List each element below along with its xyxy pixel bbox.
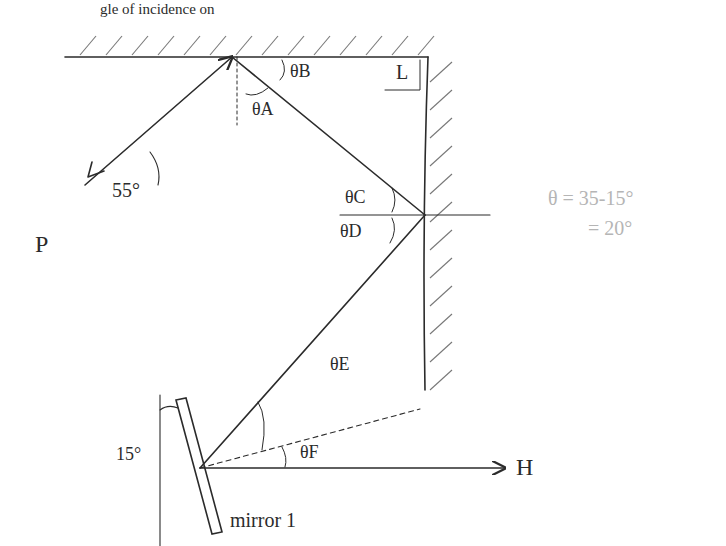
- angle-label: θE: [330, 355, 350, 374]
- angle-label: θB: [290, 62, 311, 81]
- surface-hatching: [430, 62, 452, 390]
- normal-line: [340, 214, 490, 215]
- hatch-line: [314, 36, 330, 55]
- arrow-mark: [88, 162, 104, 177]
- hatch-line: [132, 36, 148, 55]
- ray-label: P: [35, 232, 48, 257]
- angle-arc: [150, 152, 159, 185]
- hatch-line: [430, 314, 452, 334]
- hatch-line: [210, 36, 226, 55]
- hatch-line: [80, 36, 96, 55]
- angle-label: θD: [340, 222, 362, 241]
- hatch-line: [430, 286, 452, 306]
- hatch-line: [430, 146, 452, 166]
- normal-line: [237, 57, 238, 125]
- hatch-line: [158, 36, 174, 55]
- ray-label: H: [516, 455, 533, 480]
- vertical-reference: [159, 395, 160, 546]
- angle-label: θC: [345, 188, 366, 207]
- hatch-line: [430, 202, 452, 222]
- angle-label: 15°: [116, 445, 141, 464]
- angle-arc: [246, 88, 268, 95]
- reflected-ray: [200, 215, 425, 468]
- hatch-line: [366, 36, 382, 55]
- outgoing-ray: [200, 467, 505, 469]
- hatch-line: [430, 90, 452, 110]
- angle-arc: [392, 188, 395, 212]
- angle-arc: [160, 406, 178, 410]
- hatch-line: [392, 36, 408, 55]
- cropped-text: gle of incidence on: [100, 2, 215, 18]
- hatch-line: [430, 62, 452, 82]
- reflected-ray: [232, 57, 425, 215]
- normal-line: [200, 409, 420, 468]
- note-text: = 20°: [588, 218, 632, 239]
- hatch-line: [184, 36, 200, 55]
- hatch-line: [262, 36, 278, 55]
- angle-arc: [282, 447, 286, 467]
- mirror-1: [176, 398, 222, 534]
- hatch-line: [340, 36, 356, 55]
- hatch-line: [430, 370, 452, 390]
- hatch-line: [430, 174, 452, 194]
- angle-label: θF: [300, 443, 319, 462]
- hatch-line: [430, 230, 452, 250]
- surface-hatching: [80, 36, 434, 55]
- incident-ray: [85, 57, 232, 185]
- hatch-line: [418, 36, 434, 55]
- hatch-line: [236, 36, 252, 55]
- hatch-line: [430, 118, 452, 138]
- angle-arc: [258, 402, 264, 450]
- hatch-line: [106, 36, 122, 55]
- hatch-line: [430, 258, 452, 278]
- mirror-label: mirror 1: [230, 510, 296, 531]
- right-angle-mark: L: [396, 62, 408, 83]
- angle-arc: [385, 60, 420, 90]
- note-text: θ = 35-15°: [548, 188, 634, 209]
- angle-arc: [280, 60, 285, 80]
- hatch-line: [430, 342, 452, 362]
- angle-arc: [390, 218, 395, 243]
- angle-label: θA: [252, 100, 274, 119]
- angle-label: 55°: [112, 180, 140, 201]
- top-mirror: [65, 56, 428, 58]
- right-mirror: [424, 57, 428, 390]
- hatch-line: [288, 36, 304, 55]
